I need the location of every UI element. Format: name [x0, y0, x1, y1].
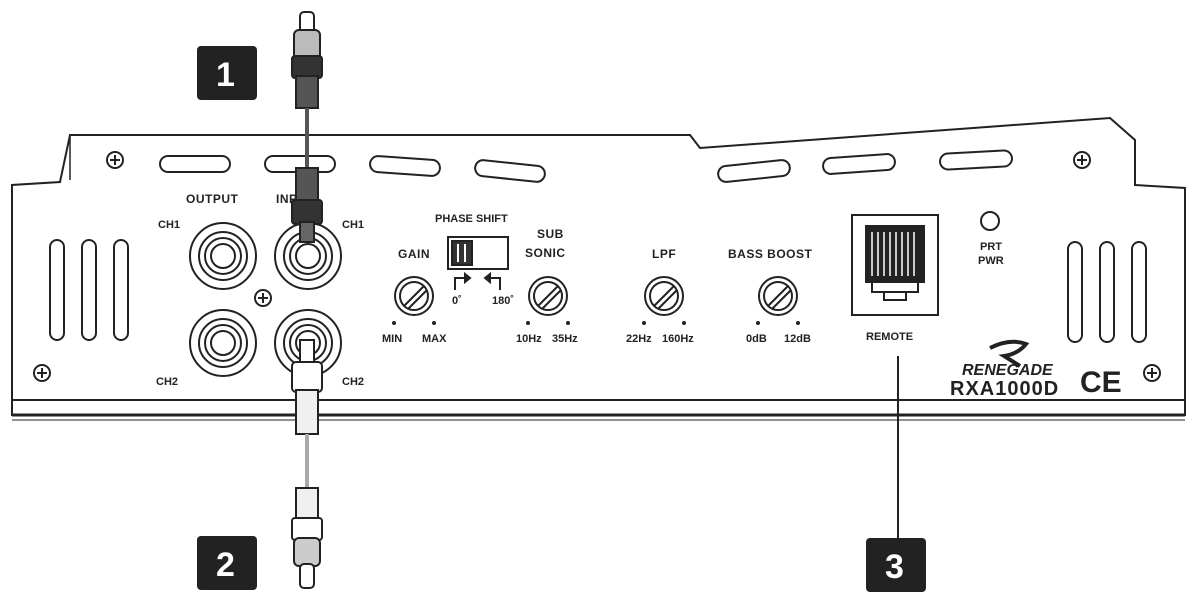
ce-mark: CE	[1080, 366, 1122, 399]
phase-180-label: 180˚	[492, 295, 514, 307]
callout-1-text: 1	[216, 56, 235, 94]
pwr-label: PWR	[978, 255, 1004, 267]
gain-dots	[392, 321, 436, 325]
renegade-logo-mark	[989, 339, 1030, 368]
lpf-dots	[642, 321, 686, 325]
gain-max-label: MAX	[422, 333, 447, 345]
bass-boost-knob[interactable]	[758, 276, 798, 316]
rca-cable-2	[291, 339, 323, 589]
output-ch2-jack	[189, 309, 257, 377]
brand-label: RENEGADE	[962, 362, 1054, 379]
right-side-vents	[1067, 241, 1147, 343]
screw-icon	[1143, 364, 1161, 382]
gain-label: GAIN	[398, 247, 430, 261]
bass-boost-dots	[756, 321, 800, 325]
lpf-label: LPF	[652, 247, 676, 261]
input-ch2-label: CH2	[342, 376, 364, 388]
screw-icon	[254, 289, 272, 307]
output-label: OUTPUT	[186, 192, 239, 206]
screw-icon	[1073, 151, 1091, 169]
subsonic-knob[interactable]	[528, 276, 568, 316]
bass-boost-label: BASS BOOST	[728, 247, 813, 261]
screw-icon	[106, 151, 124, 169]
callout-badge-2: 2	[197, 536, 257, 590]
subsonic-label-2: SONIC	[525, 246, 566, 260]
callout-badge-3: 3	[866, 538, 926, 592]
output-ch1-jack	[189, 222, 257, 290]
callout-badge-1: 1	[197, 46, 257, 100]
callout-3-text: 3	[885, 548, 904, 586]
model-label: RXA1000D	[950, 378, 1059, 400]
subsonic-max-label: 35Hz	[552, 333, 578, 345]
screw-icon	[33, 364, 51, 382]
remote-port[interactable]	[851, 214, 939, 316]
callout-2-text: 2	[216, 546, 235, 584]
lpf-max-label: 160Hz	[662, 333, 694, 345]
phase-shift-switch[interactable]	[447, 236, 509, 290]
subsonic-label-1: SUB	[537, 227, 564, 241]
remote-label: REMOTE	[866, 331, 913, 343]
gain-min-label: MIN	[382, 333, 402, 345]
subsonic-dots	[526, 321, 570, 325]
prt-label: PRT	[980, 241, 1002, 253]
phase-shift-label: PHASE SHIFT	[435, 213, 508, 225]
left-side-vents	[49, 239, 129, 341]
subsonic-min-label: 10Hz	[516, 333, 542, 345]
lpf-min-label: 22Hz	[626, 333, 652, 345]
bass-boost-max-label: 12dB	[784, 333, 811, 345]
output-ch1-label: CH1	[158, 219, 180, 231]
phase-0-label: 0˚	[452, 295, 462, 307]
rca-cable-1	[291, 11, 323, 243]
lpf-knob[interactable]	[644, 276, 684, 316]
protect-power-led	[980, 211, 1000, 231]
bass-boost-min-label: 0dB	[746, 333, 767, 345]
input-ch1-label: CH1	[342, 219, 364, 231]
output-ch2-label: CH2	[156, 376, 178, 388]
gain-knob[interactable]	[394, 276, 434, 316]
screw-icons	[33, 151, 1161, 382]
